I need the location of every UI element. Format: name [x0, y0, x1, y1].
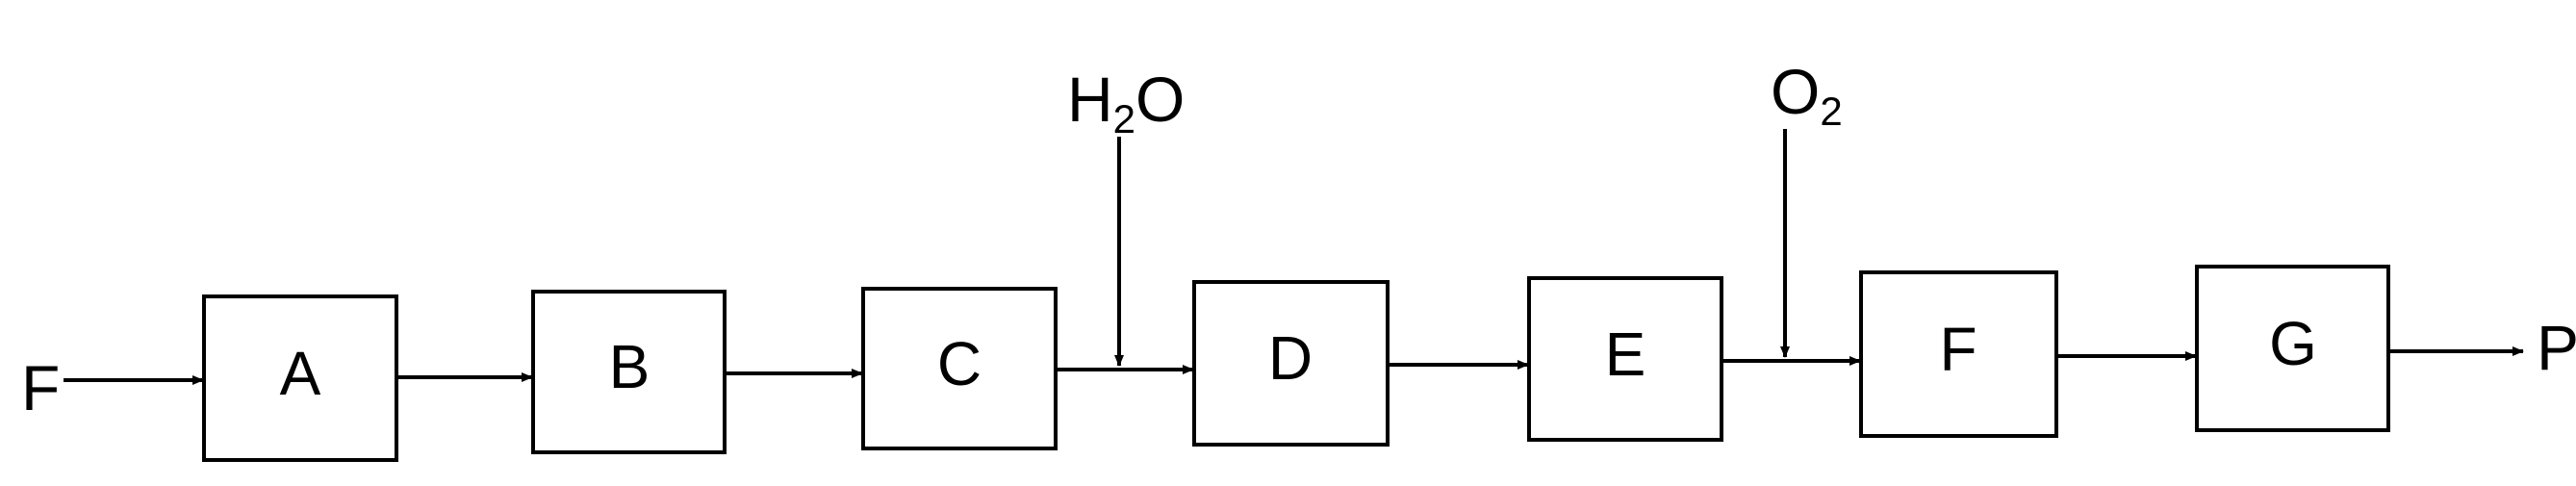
- node-f: F: [1861, 272, 2056, 436]
- node-d: D: [1194, 282, 1388, 445]
- h2o-main: H: [1067, 64, 1113, 135]
- input-label: F: [21, 352, 60, 423]
- node-f-label: F: [1939, 315, 1977, 384]
- node-g-label: G: [2269, 309, 2317, 378]
- o2-main: O: [1771, 56, 1820, 127]
- node-c: C: [863, 289, 1056, 448]
- h2o-tail: O: [1135, 64, 1185, 135]
- node-c-label: C: [937, 329, 982, 398]
- node-a-label: A: [280, 339, 321, 408]
- node-b: B: [533, 292, 725, 452]
- o2-label: O2: [1771, 56, 1843, 134]
- node-e-label: E: [1605, 320, 1646, 389]
- output-label: P: [2537, 312, 2576, 383]
- node-d-label: D: [1268, 323, 1313, 393]
- node-b-label: B: [609, 332, 650, 401]
- h2o-subscript: 2: [1113, 96, 1135, 141]
- node-e: E: [1529, 278, 1722, 440]
- h2o-label: H2O: [1067, 64, 1185, 141]
- node-a: A: [204, 296, 396, 460]
- node-g: G: [2197, 267, 2388, 430]
- o2-subscript: 2: [1820, 89, 1842, 134]
